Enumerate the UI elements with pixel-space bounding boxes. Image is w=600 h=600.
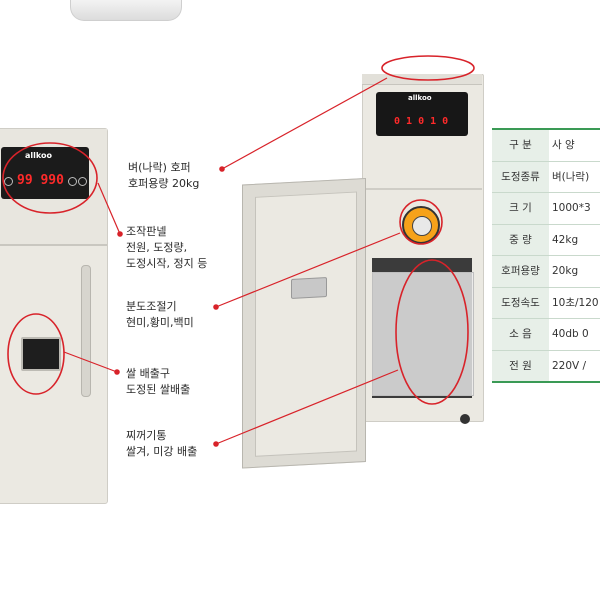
left-panel-button — [78, 177, 87, 186]
spec-value: 1000*3 — [552, 202, 591, 214]
spec-key: 크 기 — [492, 193, 549, 224]
spec-table: 구 분 사 양 도정종류 벼(나락) 크 기 1000*3 중 량 42kg 호… — [492, 128, 600, 383]
spec-key: 호퍼용량 — [492, 256, 549, 287]
spec-row: 크 기 1000*3 — [492, 193, 600, 225]
panel-annotation-title: 조작판넬 — [126, 225, 167, 238]
panel-leader-dot — [117, 231, 123, 237]
outlet-annotation-detail: 도정된 쌀배출 — [126, 383, 191, 396]
panel-annotation: 조작판넬 전원, 도정량, 도정시작, 정지 등 — [126, 224, 207, 272]
spec-key: 중 량 — [492, 224, 549, 255]
right-brand-logo: allkoo — [408, 94, 432, 102]
hopper-annotation-detail: 호퍼용량 20kg — [128, 177, 200, 190]
spec-key: 도정속도 — [492, 287, 549, 318]
hopper-leader-dot — [219, 166, 225, 172]
bin-annotation-detail: 쌀겨, 미강 배출 — [126, 445, 198, 458]
outlet-annotation: 쌀 배출구 도정된 쌀배출 — [126, 366, 190, 398]
polishing-dial — [402, 206, 440, 244]
spec-header-row: 구 분 사 양 — [492, 130, 600, 162]
left-panel-button — [4, 177, 13, 186]
bin-leader-dot — [213, 441, 219, 447]
right-hopper-top — [362, 74, 482, 85]
dial-leader-dot — [213, 304, 219, 310]
bin-annotation: 찌꺼기통 쌀겨, 미강 배출 — [126, 428, 197, 460]
open-door — [242, 178, 366, 469]
spec-value: 220V / — [552, 359, 587, 372]
spec-row: 전 원 220V / — [492, 350, 600, 383]
left-machine: allkoo 99 990 — [0, 128, 108, 504]
panel-annotation-detail: 전원, 도정량, — [126, 241, 188, 254]
spec-value: 벼(나락) — [552, 170, 590, 183]
bin-annotation-title: 찌꺼기통 — [126, 429, 167, 442]
polishing-dial-knob — [412, 216, 432, 236]
bran-collection-bin — [372, 272, 474, 396]
left-rice-outlet — [21, 337, 61, 371]
spec-row: 도정종류 벼(나락) — [492, 161, 600, 193]
spec-header-key: 구 분 — [492, 130, 549, 161]
spec-value: 20kg — [552, 265, 579, 277]
outlet-annotation-title: 쌀 배출구 — [126, 367, 170, 380]
spec-row: 도정속도 10초/120 — [492, 287, 600, 319]
left-control-panel: allkoo 99 990 — [1, 147, 89, 199]
top-product-fragment — [70, 0, 182, 21]
door-inner-panel — [255, 191, 357, 457]
spec-key: 도정종류 — [492, 161, 549, 192]
spec-row: 소 음 40db 0 — [492, 319, 600, 351]
left-door-handle — [81, 265, 91, 397]
spec-key: 소 음 — [492, 319, 549, 350]
machine-wheel — [460, 414, 470, 424]
dial-annotation: 분도조절기 현미,황미,백미 — [126, 299, 194, 331]
spec-row: 중 량 42kg — [492, 224, 600, 256]
hopper-annotation: 벼(나락) 호퍼 호퍼용량 20kg — [128, 160, 199, 192]
spec-value: 42kg — [552, 233, 579, 246]
left-display-value: 99 990 — [17, 173, 64, 188]
left-brand-logo: allkoo — [25, 151, 52, 160]
dial-annotation-detail: 현미,황미,백미 — [126, 316, 194, 329]
spec-value: 10초/120 — [552, 296, 599, 309]
outlet-leader-dot — [114, 369, 120, 375]
panel-annotation-detail: 도정시작, 정지 등 — [126, 257, 208, 270]
right-panel-divider — [362, 188, 482, 190]
door-bracket — [291, 277, 327, 299]
spec-row: 호퍼용량 20kg — [492, 256, 600, 288]
left-panel-button — [68, 177, 77, 186]
right-control-panel: allkoo 0 1 0 1 0 — [376, 92, 468, 136]
spec-header-value: 사 양 — [552, 139, 575, 151]
spec-value: 40db 0 — [552, 328, 589, 340]
right-display-value: 0 1 0 1 0 — [394, 116, 449, 127]
dial-annotation-title: 분도조절기 — [126, 300, 177, 313]
hopper-annotation-title: 벼(나락) 호퍼 — [128, 161, 191, 174]
spec-key: 전 원 — [492, 350, 549, 381]
